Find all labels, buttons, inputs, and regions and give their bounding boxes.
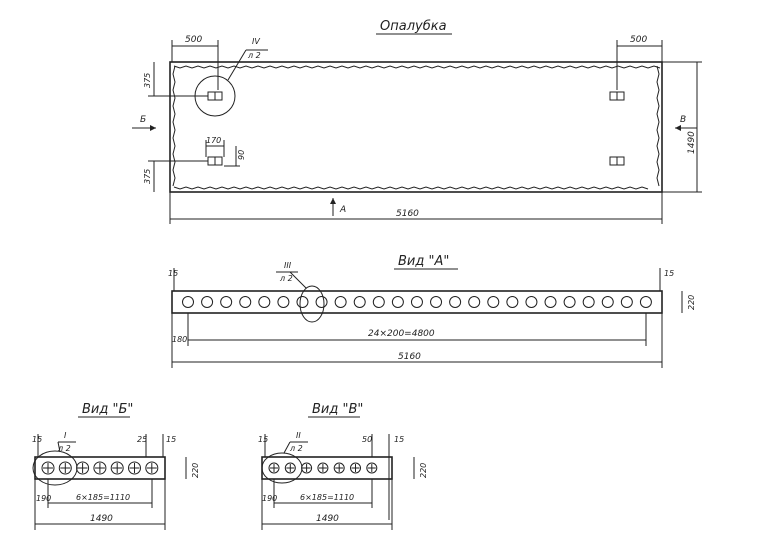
void-hole bbox=[430, 296, 443, 308]
view-a-dim-180: 180 bbox=[172, 335, 187, 344]
void-hole bbox=[449, 296, 462, 308]
void-hole bbox=[239, 296, 252, 308]
view-v-dim-1490: 1490 bbox=[316, 514, 339, 524]
dim-375-bottom: 375 bbox=[143, 169, 152, 184]
arrow-v-icon bbox=[675, 125, 697, 131]
slab-edge-top bbox=[173, 65, 661, 69]
view-a-dim-span: 24×200=4800 bbox=[368, 329, 435, 339]
detail-ii-leader bbox=[283, 441, 291, 454]
void-hole bbox=[563, 296, 576, 308]
view-b-dim-220: 220 bbox=[191, 463, 200, 478]
void-hole bbox=[620, 296, 633, 308]
dim-500-right: 500 bbox=[630, 35, 647, 45]
dim-500-left: 500 bbox=[185, 35, 202, 45]
dim-170: 170 bbox=[206, 136, 221, 145]
void-hole bbox=[410, 296, 423, 308]
detail-iii-number: III bbox=[284, 261, 292, 270]
void-hole bbox=[220, 296, 233, 308]
void-hole bbox=[582, 296, 595, 308]
view-v-dim-220: 220 bbox=[419, 463, 428, 478]
void-hole bbox=[468, 296, 481, 308]
detail-iii-sheet: л 2 bbox=[279, 274, 293, 283]
view-a-dim-15-right: 15 bbox=[664, 269, 674, 278]
slab-outline bbox=[169, 61, 663, 193]
detail-i-number: I bbox=[64, 431, 67, 440]
view-b-dim-190: 190 bbox=[36, 494, 51, 503]
view-v: Вид "В" II л 2 15 50 15 190 6×185=1110 1… bbox=[258, 402, 428, 530]
view-v-dim-15-right: 15 bbox=[394, 435, 404, 444]
formwork-plan: Опалубка IV л 2 bbox=[132, 19, 702, 224]
view-a-title: Вид "А" bbox=[398, 254, 449, 269]
void-hole bbox=[258, 296, 271, 308]
view-a-dim-220: 220 bbox=[687, 295, 696, 310]
slab-edge-right bbox=[656, 65, 660, 187]
arrow-a-icon bbox=[330, 198, 336, 216]
void-hole bbox=[277, 296, 290, 308]
detail-iii-leader bbox=[289, 271, 307, 289]
detail-iv-sheet: л 2 bbox=[247, 51, 261, 60]
detail-ii-number: II bbox=[296, 431, 301, 440]
dim-90: 90 bbox=[237, 150, 246, 160]
view-b-title: Вид "Б" bbox=[82, 402, 133, 417]
view-v-title: Вид "В" bbox=[312, 402, 363, 417]
detail-ii-ellipse bbox=[261, 452, 303, 484]
detail-ii-sheet: л 2 bbox=[289, 444, 303, 453]
arrow-b-icon bbox=[132, 125, 156, 131]
view-a-dim-15-left: 15 bbox=[168, 269, 178, 278]
void-hole bbox=[201, 296, 214, 308]
arrow-b-label: Б bbox=[140, 115, 146, 125]
detail-iv-leader bbox=[227, 49, 247, 81]
view-b: Вид "Б" I л 2 15 25 15 190 6×185=1110 14… bbox=[32, 402, 200, 530]
view-b-holes bbox=[41, 461, 159, 475]
detail-i-sheet: л 2 bbox=[57, 444, 71, 453]
view-b-dim-15-left: 15 bbox=[32, 435, 42, 444]
lifting-loop-bottom-left bbox=[207, 156, 223, 166]
void-hole bbox=[372, 296, 385, 308]
detail-i-ellipse bbox=[32, 450, 78, 486]
dim-1490: 1490 bbox=[687, 131, 697, 154]
void-hole bbox=[353, 296, 366, 308]
void-hole bbox=[391, 296, 404, 308]
view-b-dim-25: 25 bbox=[137, 435, 147, 444]
view-a-dim-5160: 5160 bbox=[398, 352, 421, 362]
void-hole bbox=[544, 296, 557, 308]
formwork-title: Опалубка bbox=[380, 19, 447, 34]
void-hole bbox=[334, 296, 347, 308]
slab-edge-bottom bbox=[173, 186, 649, 190]
slab-edge-left bbox=[172, 65, 176, 187]
void-hole bbox=[506, 296, 519, 308]
view-v-dim-span: 6×185=1110 bbox=[300, 493, 354, 502]
view-b-dim-15-right: 15 bbox=[166, 435, 176, 444]
void-hole bbox=[525, 296, 538, 308]
dim-5160: 5160 bbox=[396, 209, 419, 219]
void-hole bbox=[487, 296, 500, 308]
view-v-holes bbox=[268, 462, 378, 474]
void-hole bbox=[601, 296, 614, 308]
dim-375-top: 375 bbox=[143, 73, 152, 88]
arrow-v-label: В bbox=[680, 115, 686, 125]
detail-i-leader bbox=[57, 441, 61, 453]
view-a-outline bbox=[171, 290, 663, 314]
view-b-dim-1490: 1490 bbox=[90, 514, 113, 524]
void-hole bbox=[296, 296, 309, 308]
arrow-a-label: А bbox=[339, 205, 346, 215]
view-b-dim-span: 6×185=1110 bbox=[76, 493, 130, 502]
void-hole bbox=[639, 296, 652, 308]
void-hole bbox=[315, 296, 328, 308]
view-a-holes bbox=[182, 296, 652, 308]
view-v-dim-50: 50 bbox=[362, 435, 372, 444]
view-b-outline bbox=[34, 456, 166, 480]
lifting-loop-bottom-right bbox=[609, 156, 625, 166]
void-hole bbox=[182, 296, 194, 308]
lifting-loop-top-right bbox=[609, 91, 625, 101]
view-v-dim-190: 190 bbox=[262, 494, 277, 503]
view-v-dim-15-left: 15 bbox=[258, 435, 268, 444]
detail-iv-number: IV bbox=[252, 37, 260, 46]
view-a: Вид "А" III л 2 15 15 180 24×200=4800 51… bbox=[168, 254, 696, 368]
lifting-loop-top-left bbox=[207, 91, 223, 101]
detail-iii-ellipse bbox=[299, 285, 325, 323]
